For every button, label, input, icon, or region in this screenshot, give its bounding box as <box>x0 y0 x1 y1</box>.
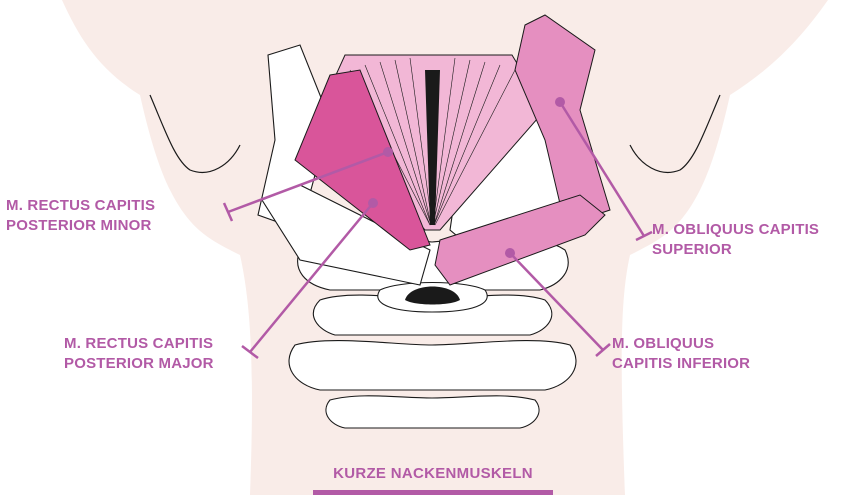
label-rectus-capitis-posterior-minor: M. RECTUS CAPITIS POSTERIOR MINOR <box>6 196 155 236</box>
label-line: M. OBLIQUUS CAPITIS <box>652 220 819 240</box>
label-obliquus-capitis-superior: M. OBLIQUUS CAPITIS SUPERIOR <box>652 220 819 260</box>
label-line: POSTERIOR MINOR <box>6 216 155 236</box>
label-line: M. OBLIQUUS <box>612 334 750 354</box>
label-obliquus-capitis-inferior: M. OBLIQUUS CAPITIS INFERIOR <box>612 334 750 374</box>
figure-caption: KURZE NACKENMUSKELN <box>313 465 553 482</box>
label-line: POSTERIOR MAJOR <box>64 354 214 374</box>
caption-underline <box>313 490 553 495</box>
label-line: M. RECTUS CAPITIS <box>64 334 214 354</box>
label-rectus-capitis-posterior-major: M. RECTUS CAPITIS POSTERIOR MAJOR <box>64 334 214 374</box>
label-line: SUPERIOR <box>652 240 819 260</box>
label-line: CAPITIS INFERIOR <box>612 354 750 374</box>
label-line: M. RECTUS CAPITIS <box>6 196 155 216</box>
